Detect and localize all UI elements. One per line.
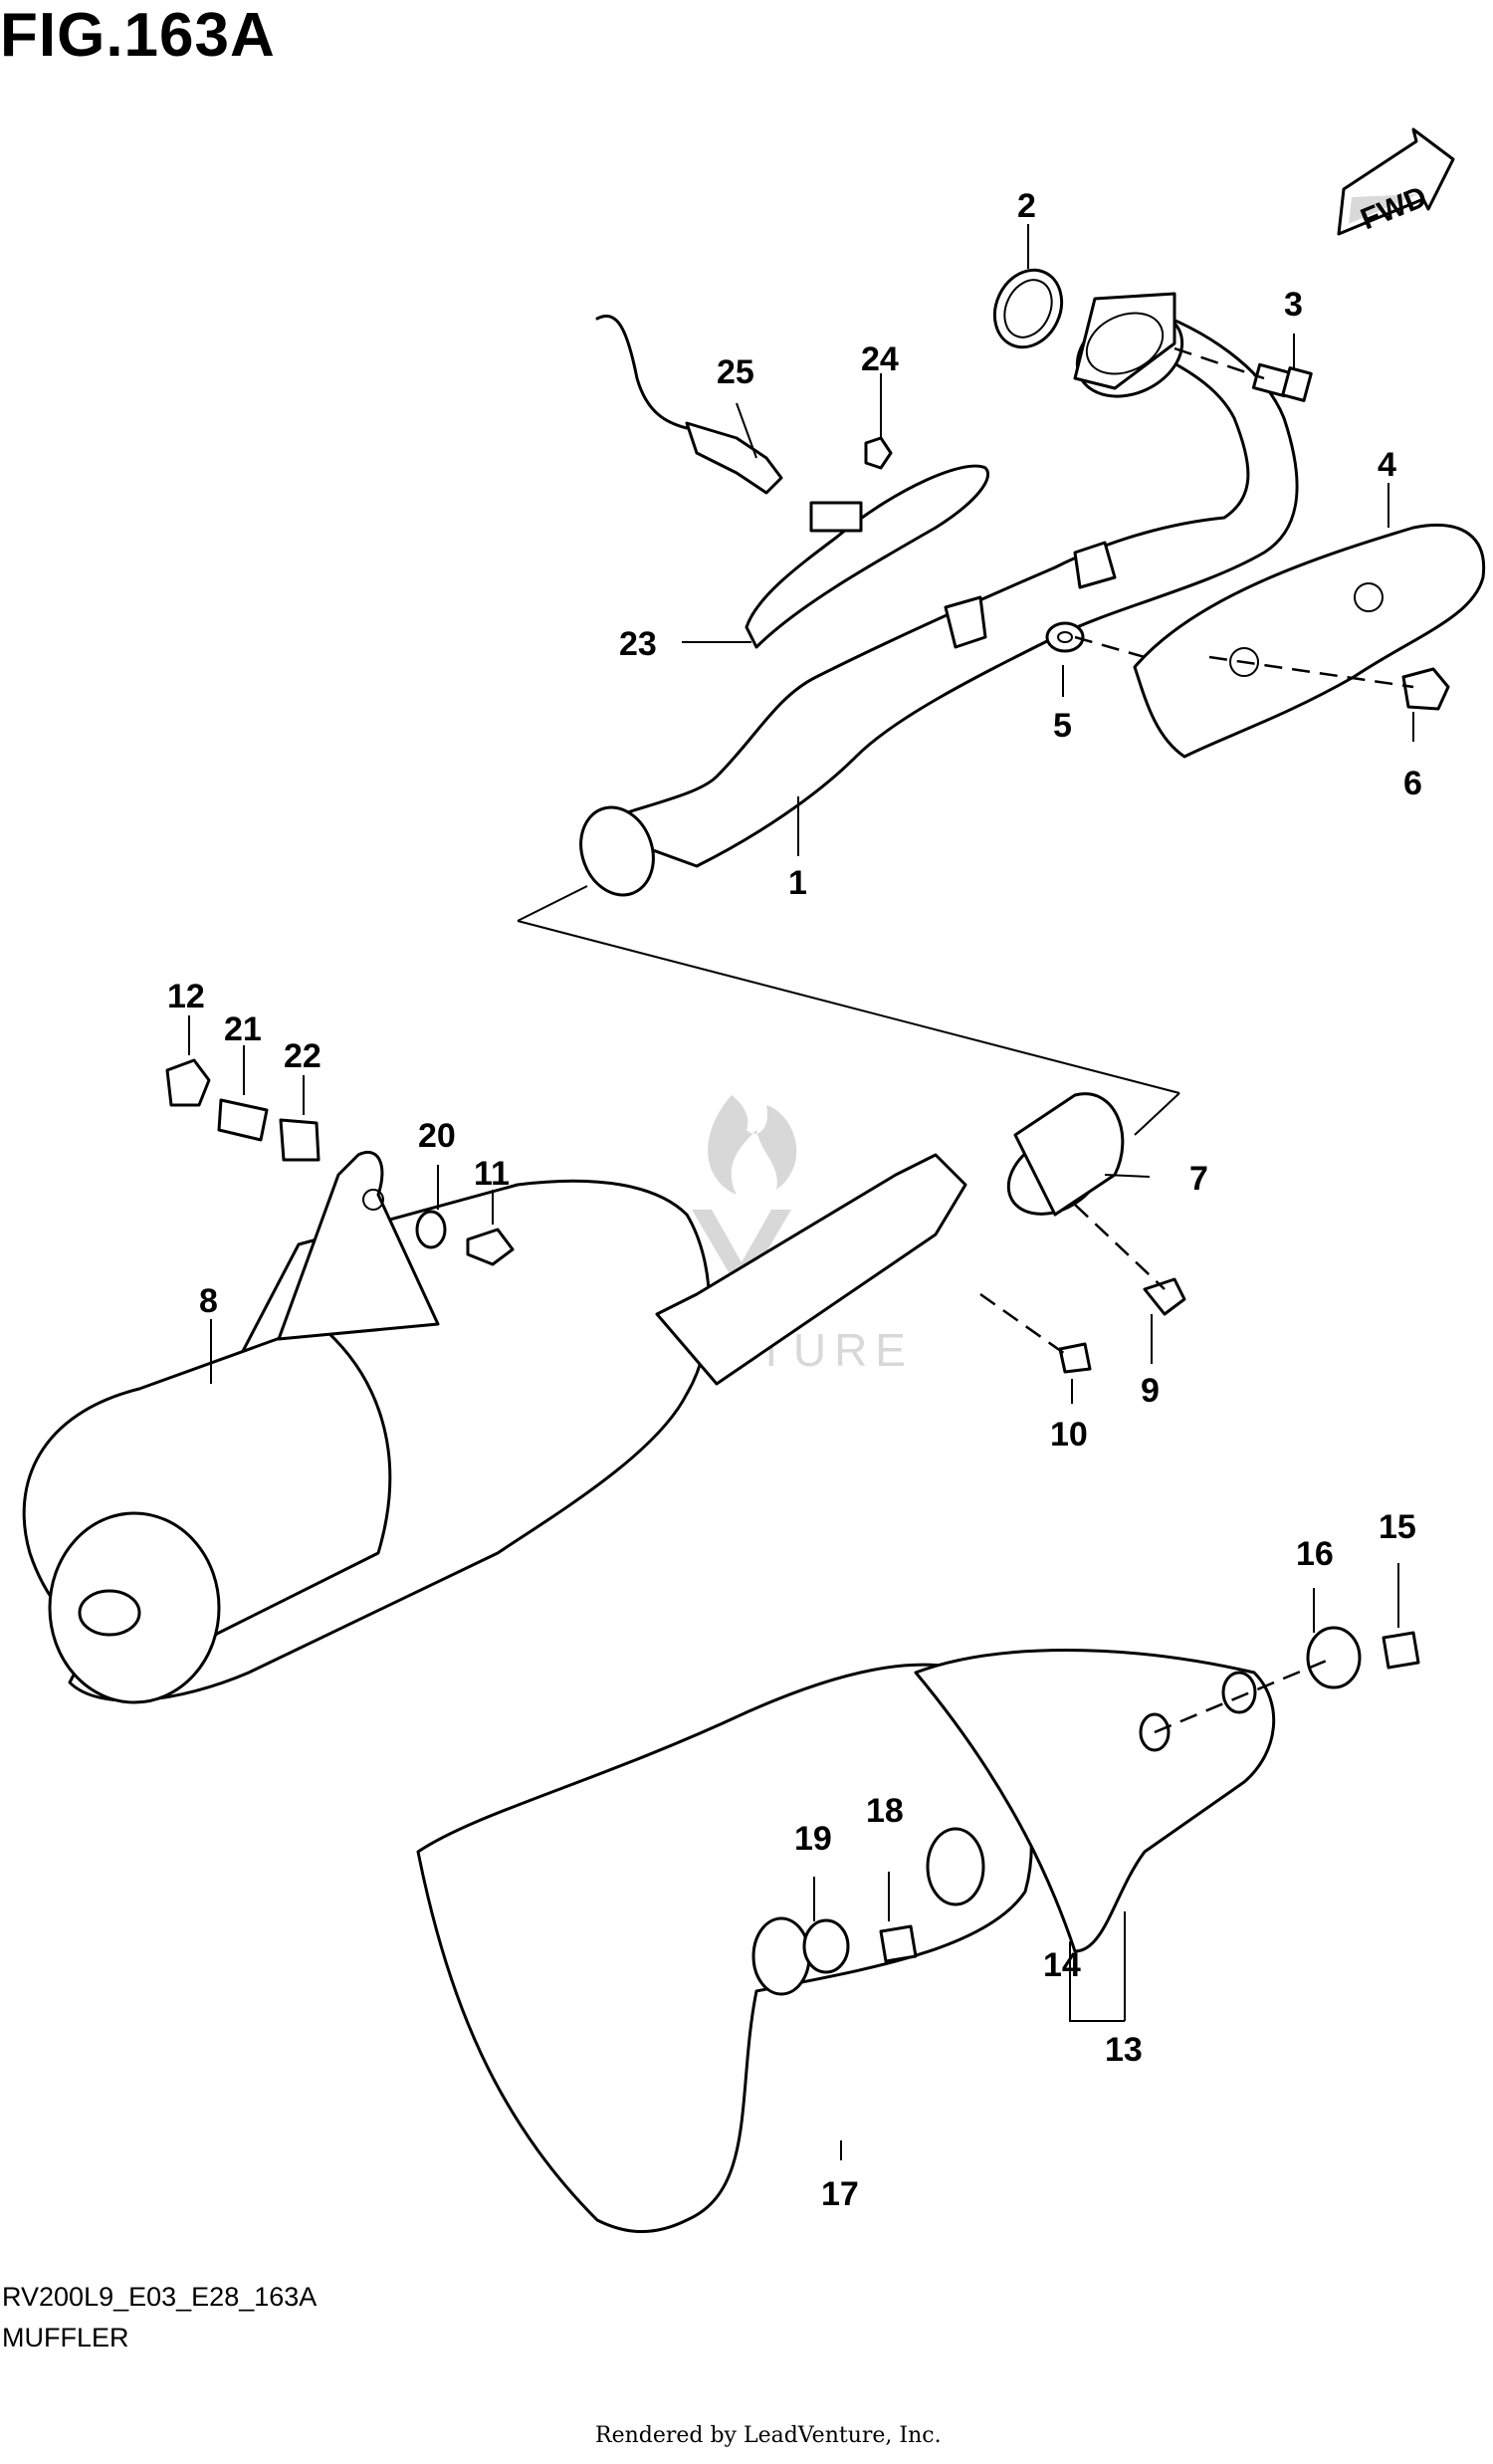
- diagram-code: RV200L9_E03_E28_163A: [2, 2282, 318, 2312]
- grommet: [802, 1918, 850, 1974]
- bracket: [745, 464, 989, 649]
- figure-title: FIG.163A: [0, 1, 276, 70]
- callout-label: 7: [1189, 1160, 1208, 1198]
- diagram-name: MUFFLER: [2, 2323, 129, 2352]
- cushion: [279, 1118, 320, 1162]
- callout-label: 17: [821, 2175, 859, 2213]
- callout-label: 4: [1378, 446, 1396, 484]
- exhaust-pipe: [579, 292, 1299, 897]
- callout-label: 8: [199, 1282, 218, 1320]
- grommet: [1306, 1626, 1362, 1689]
- callout-label: 11: [474, 1155, 510, 1193]
- callout-label: 19: [794, 1820, 832, 1858]
- callout-label: 21: [224, 1010, 262, 1048]
- bolt: [1251, 362, 1313, 402]
- callout-label: 3: [1284, 286, 1303, 324]
- oxygen-sensor: [685, 421, 783, 495]
- bolt: [864, 436, 893, 470]
- screw: [1382, 1631, 1420, 1670]
- callout-label: 20: [418, 1117, 456, 1155]
- callout-label: 12: [167, 978, 205, 1015]
- footer-credit: Rendered by LeadVenture, Inc.: [595, 2423, 942, 2448]
- callout-label: 13: [1105, 2031, 1143, 2069]
- bolt: [1143, 1277, 1186, 1316]
- callout-label: 6: [1403, 765, 1422, 802]
- callout-label: 2: [1017, 187, 1036, 225]
- nut: [165, 1058, 211, 1107]
- callout-label: 23: [619, 625, 657, 663]
- callout-label: 9: [1141, 1372, 1160, 1410]
- muffler-body: [22, 1151, 967, 1704]
- washer: [1045, 621, 1085, 653]
- pipe-clamp-sleeve: [1006, 1092, 1125, 1217]
- callout-label: 14: [1043, 1946, 1081, 1984]
- gasket: [992, 268, 1064, 349]
- callout-label: 5: [1053, 707, 1072, 745]
- muffler-protector: [416, 1663, 1033, 2234]
- callout-label: 25: [717, 353, 754, 391]
- washer: [415, 1210, 447, 1249]
- bolt: [466, 1228, 515, 1266]
- bolt: [1401, 667, 1450, 711]
- callout-label: 24: [861, 340, 899, 378]
- callout-label: 10: [1050, 1416, 1088, 1454]
- pipe-heat-protector: [1133, 523, 1486, 759]
- callout-label: 16: [1296, 1535, 1334, 1573]
- fwd-arrow-icon: FWD: [1337, 127, 1455, 236]
- screw: [879, 1924, 918, 1963]
- bolt: [1058, 1342, 1092, 1374]
- callout-label: 18: [866, 1792, 904, 1830]
- callout-label: 15: [1379, 1508, 1416, 1546]
- collar: [217, 1098, 269, 1142]
- callout-label: 22: [284, 1037, 321, 1075]
- callout-label: 1: [788, 864, 807, 902]
